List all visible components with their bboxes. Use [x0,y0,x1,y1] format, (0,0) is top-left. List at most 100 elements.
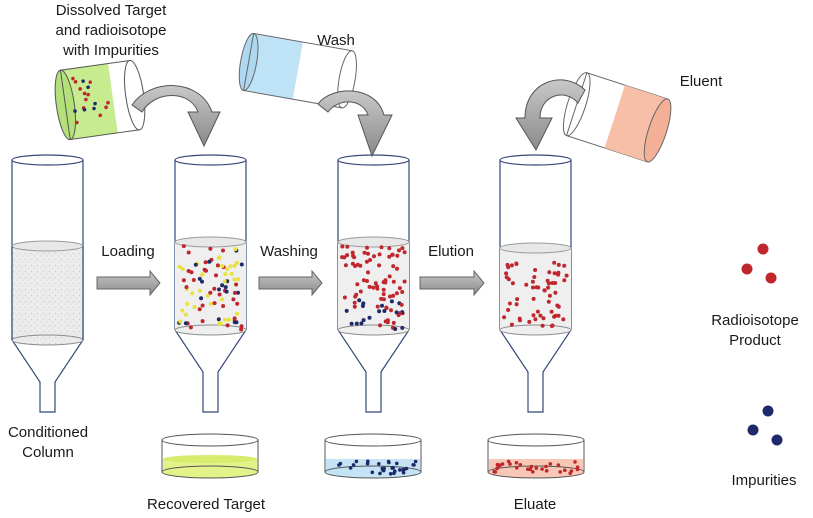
particle [181,278,186,283]
particle [395,253,400,258]
particle [532,275,537,279]
particle [373,281,378,286]
particle [553,290,558,295]
particle [220,283,225,288]
right-arrow-icon [419,269,485,297]
particle [548,462,553,466]
particle [232,277,237,282]
particle [401,470,406,475]
particle [351,463,356,467]
particle [556,270,561,275]
particle [200,272,204,277]
legend-radioisotope-label-line1: Radioisotope [711,312,799,329]
particle [386,459,391,464]
particle [390,252,395,257]
particle [510,281,515,286]
particle [546,281,551,286]
particle [514,461,519,465]
particle [73,80,78,84]
particle [367,315,372,320]
particle [389,299,394,304]
particle [531,296,536,301]
particle [552,314,557,319]
particle [365,245,369,250]
particle [362,250,367,255]
particle [359,321,364,326]
right-arrow-icon [258,269,323,297]
particle [355,282,360,287]
particle [538,313,543,318]
eluted-column [499,154,572,413]
particle [379,245,384,250]
particle [526,467,530,472]
particle [235,311,240,316]
legend-radioisotope-label-line2: Product [729,332,782,349]
particle [239,324,244,329]
particle [92,106,96,111]
particle [73,109,77,113]
particle [561,317,566,322]
particle [382,309,387,313]
particle [533,317,538,322]
particle [514,302,519,307]
particle [86,92,90,97]
particle [556,262,561,267]
particle [191,278,196,282]
particle [193,262,198,267]
particle [190,291,195,296]
particle [398,468,402,472]
particle [509,322,514,327]
particle [350,250,355,255]
particle [221,304,226,308]
particle [492,469,497,474]
particle [188,325,193,330]
particle [392,471,396,476]
particle [394,310,399,315]
particle [504,271,509,276]
wash-beaker [238,32,357,109]
wash-label: Wash [317,32,355,49]
particle [234,282,239,287]
particle [564,273,569,278]
legend-impurities-label: Impurities [731,472,796,489]
particle [375,304,380,309]
particle [531,285,535,290]
conditioned-column-label-line2: Column [22,444,74,461]
particle [184,285,189,290]
particle [540,467,544,471]
column-4-particles [502,260,569,328]
particle [81,79,85,83]
particle [388,294,392,299]
particle [399,302,404,307]
curved-arrow-icon [515,79,586,152]
particle [562,278,567,283]
particle [205,293,210,298]
particle [378,471,382,476]
washed-impurities-dish [324,433,422,479]
particle [342,295,347,300]
particle [228,264,233,269]
eluate-dish [487,433,585,479]
particle [515,297,520,302]
particle [400,246,405,251]
conditioned-column [11,154,84,413]
particle [220,264,225,268]
particle [200,319,205,324]
eluent-label: Eluent [680,73,723,90]
particle [354,459,359,464]
dissolved-label-line1: Dissolved Target [56,2,167,19]
particle [387,254,392,259]
particle [544,464,548,469]
particle [192,305,197,310]
particle [104,105,108,110]
particle [506,308,511,312]
particle [377,252,382,257]
column-3-particles [340,244,407,331]
particle [397,248,401,253]
particle [549,324,554,328]
particle [354,321,359,326]
recovered-target-dish [161,433,259,479]
particle [552,260,557,265]
particle [93,101,97,106]
